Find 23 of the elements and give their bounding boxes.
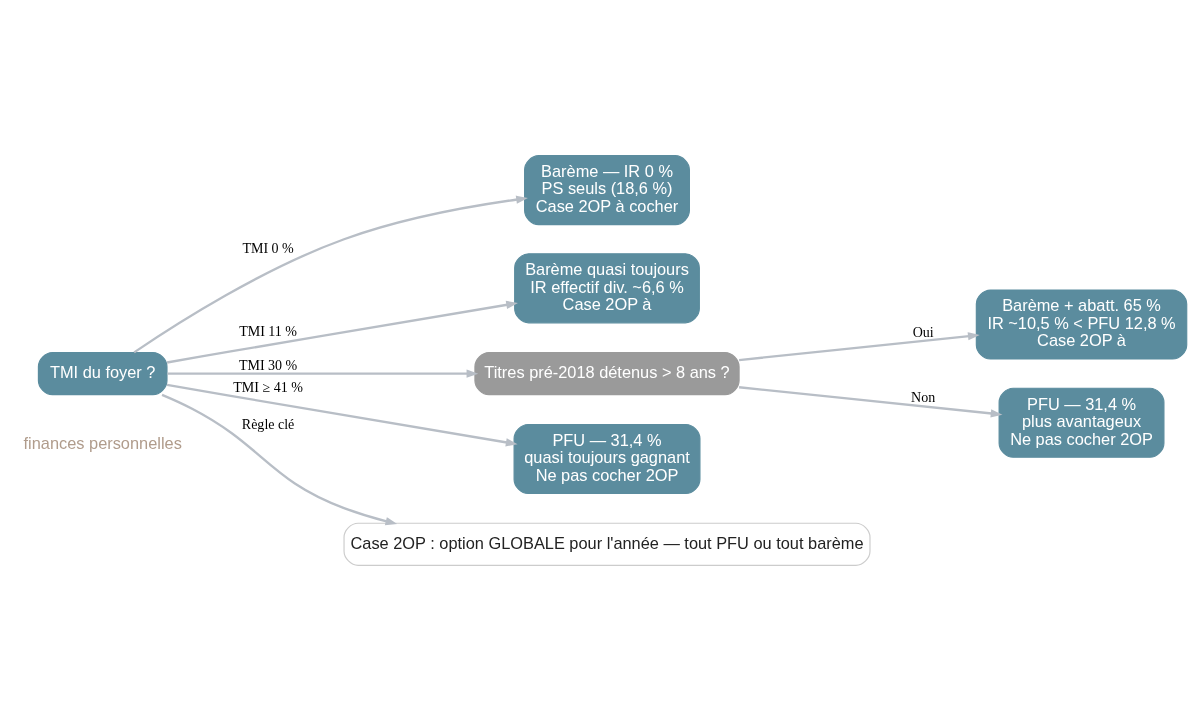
- edge-label: Règle clé: [241, 417, 295, 433]
- node-box: PFU — 31,4 % plus avantageux Ne pas cocher 2OP: [998, 387, 1165, 458]
- node-box: Barème + abatt. 65 % IR ~10,5 % < PFU 12,8 % Case 2OP à: [975, 289, 1188, 360]
- arrow: [166, 300, 518, 364]
- arrow: [161, 393, 398, 526]
- node-box: Case 2OP : option GLOBALE pour l'année — tout PFU ou tout barème: [343, 522, 871, 566]
- arrow: [738, 332, 980, 362]
- edge-label: Non: [911, 390, 936, 406]
- edge-label: TMI 0 %: [242, 240, 294, 256]
- label: finances personnelles: [23, 434, 182, 453]
- edge-label: TMI ≥ 41 %: [233, 379, 303, 395]
- node-box: Barème — IR 0 % PS seuls (18,6 %) Case 2OP à cocher: [524, 155, 690, 226]
- node-box: PFU — 31,4 % quasi toujours gagnant Ne pas cocher 2OP: [513, 423, 701, 495]
- edge-label: Oui: [912, 324, 934, 340]
- arrow: [133, 195, 528, 354]
- arrow: [738, 386, 1003, 418]
- node-box: Barème quasi toujours IR effectif div. ~6,6 % Case 2OP à: [514, 253, 700, 324]
- edge-label: TMI 30 %: [238, 357, 298, 373]
- edge-label: TMI 11 %: [239, 323, 298, 339]
- arrow: [166, 383, 518, 447]
- node-box: TMI du foyer ?: [37, 352, 168, 396]
- node-box: Titres pré-2018 détenus > 8 ans ?: [474, 352, 740, 396]
- arrow: [167, 369, 479, 378]
